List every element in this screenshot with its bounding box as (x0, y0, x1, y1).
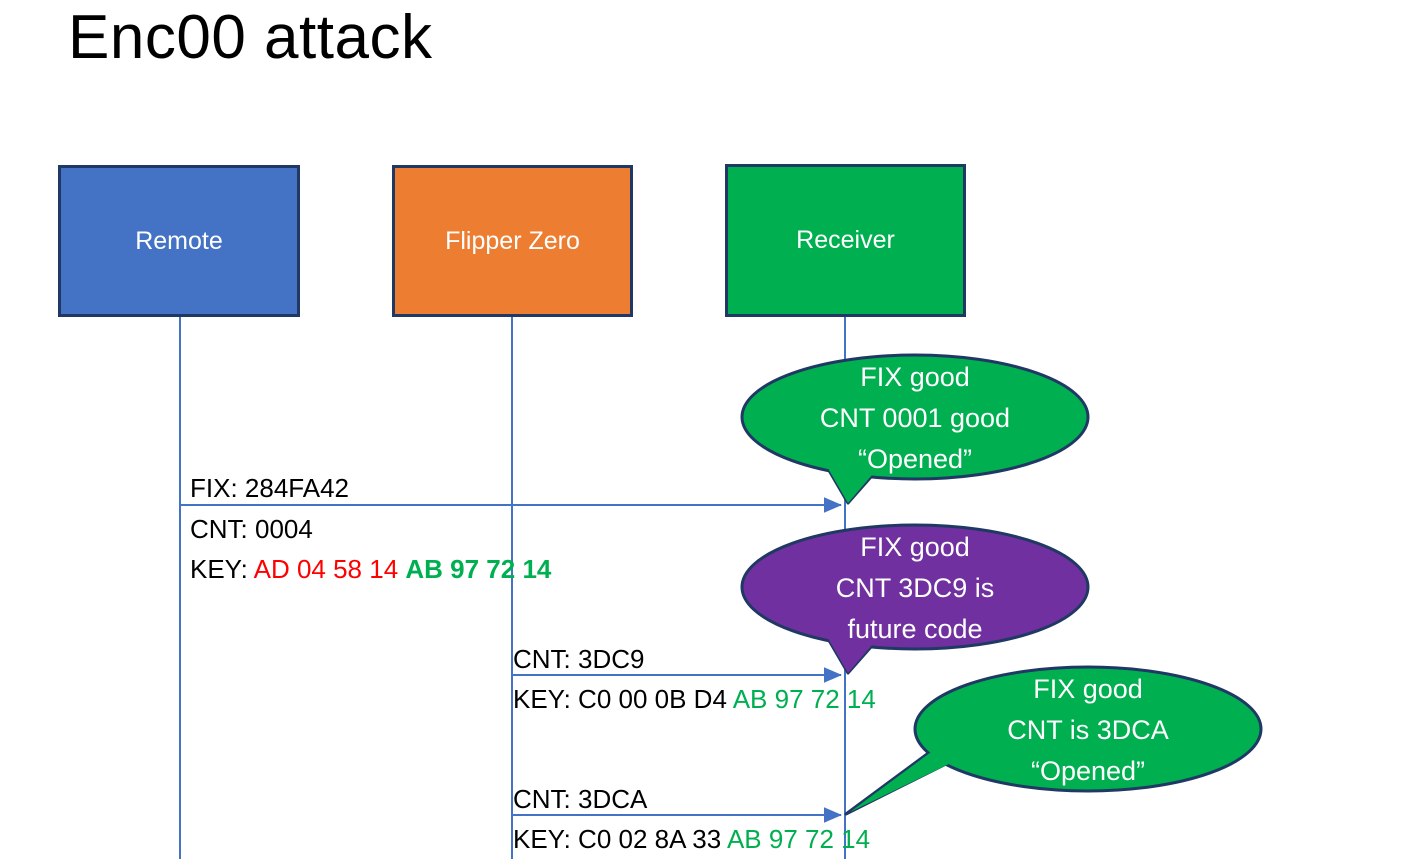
message-3-cnt-text: CNT: 3DCA (513, 784, 648, 814)
slide-title: Enc00 attack (68, 3, 433, 72)
message-1-fix-text: FIX: 284FA42 (190, 473, 349, 503)
actor-label-receiver: Receiver (796, 226, 895, 254)
message-3-key-label: KEY: C0 02 8A 33 (513, 824, 727, 854)
actor-box-receiver[interactable]: Receiver (725, 164, 966, 317)
actor-label-remote: Remote (135, 226, 223, 255)
actor-box-remote[interactable]: Remote (58, 165, 300, 317)
message-3-label-cnt: CNT: 3DCA (513, 779, 647, 819)
message-3-key-green: AB 97 72 14 (726, 824, 871, 854)
actor-label-flipper: Flipper Zero (445, 226, 580, 255)
actor-box-flipper[interactable]: Flipper Zero (392, 165, 633, 317)
message-1-label-body: CNT: 0004 KEY: AD 04 58 14 AB 97 72 14 (190, 509, 551, 589)
speech-bubble-1 (740, 353, 1090, 505)
message-2-key-green: AB 97 72 14 (732, 684, 876, 714)
message-2-cnt-text: CNT: 3DC9 (513, 644, 645, 674)
message-1-label-fix: FIX: 284FA42 (190, 468, 349, 508)
message-3-label-key: KEY: C0 02 8A 33 AB 97 72 14 (513, 819, 870, 859)
speech-bubble-3 (844, 665, 1263, 816)
message-2-label-key: KEY: C0 00 0B D4 AB 97 72 14 (513, 679, 876, 719)
message-1-key-label: KEY: (190, 554, 254, 584)
speech-bubble-2 (740, 523, 1090, 675)
message-1-key-green: AB 97 72 14 (405, 554, 552, 584)
message-1-key-line: KEY: AD 04 58 14 AB 97 72 14 (190, 549, 551, 589)
message-1-cnt-text: CNT: 0004 (190, 514, 313, 544)
message-1-key-red: AD 04 58 14 (253, 554, 406, 584)
message-2-key-label: KEY: C0 00 0B D4 (513, 684, 733, 714)
message-2-label-cnt: CNT: 3DC9 (513, 639, 644, 679)
